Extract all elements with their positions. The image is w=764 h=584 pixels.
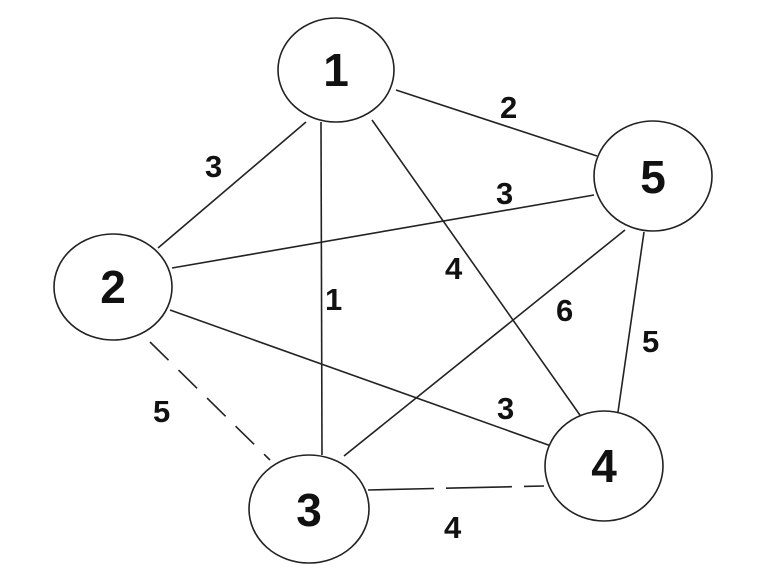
edge-weight-3-5: 6	[556, 293, 573, 328]
edge-weight-1-4: 4	[445, 251, 463, 286]
edge-1-3	[320, 121, 323, 456]
edge-1-2	[157, 121, 307, 249]
edge-weight-2-4: 3	[497, 391, 514, 426]
node-1-label: 1	[323, 44, 349, 96]
edge-2-3	[149, 341, 271, 461]
node-4-label: 4	[591, 440, 617, 492]
edge-weight-2-5: 3	[496, 176, 513, 211]
node-3-label: 3	[296, 484, 322, 536]
node-1: 1	[277, 17, 395, 123]
edge-2-5	[171, 194, 595, 269]
edge-2-4	[169, 309, 569, 453]
edge-weight-1-3: 1	[325, 282, 342, 317]
node-2: 2	[53, 233, 173, 341]
edge-3-5	[343, 229, 626, 457]
edge-5-4	[617, 231, 645, 413]
node-4-circle	[544, 410, 664, 522]
edge-weight-1-5: 2	[500, 90, 517, 125]
edge-1-4	[371, 119, 583, 419]
node-2-circle	[53, 233, 173, 341]
node-3: 3	[248, 454, 370, 564]
edge-1-5	[395, 89, 598, 157]
node-3-circle	[248, 454, 370, 564]
node-5: 5	[593, 120, 713, 232]
edge-weight-3-4: 4	[444, 510, 462, 545]
node-5-circle	[593, 120, 713, 232]
edge-weight-2-3: 5	[153, 394, 170, 429]
edge-weights-layer: 3 1 4 2 3 3 5 6 4 5	[153, 90, 659, 545]
nodes-layer: 1 2 3 4 5	[53, 17, 713, 564]
edge-weight-1-2: 3	[205, 149, 222, 184]
edges-layer	[149, 89, 645, 491]
edge-3-4	[367, 485, 545, 491]
node-2-label: 2	[100, 261, 126, 313]
edge-weight-5-4: 5	[642, 324, 659, 359]
node-5-label: 5	[640, 151, 666, 203]
node-1-circle	[277, 17, 395, 123]
node-4: 4	[544, 410, 664, 522]
